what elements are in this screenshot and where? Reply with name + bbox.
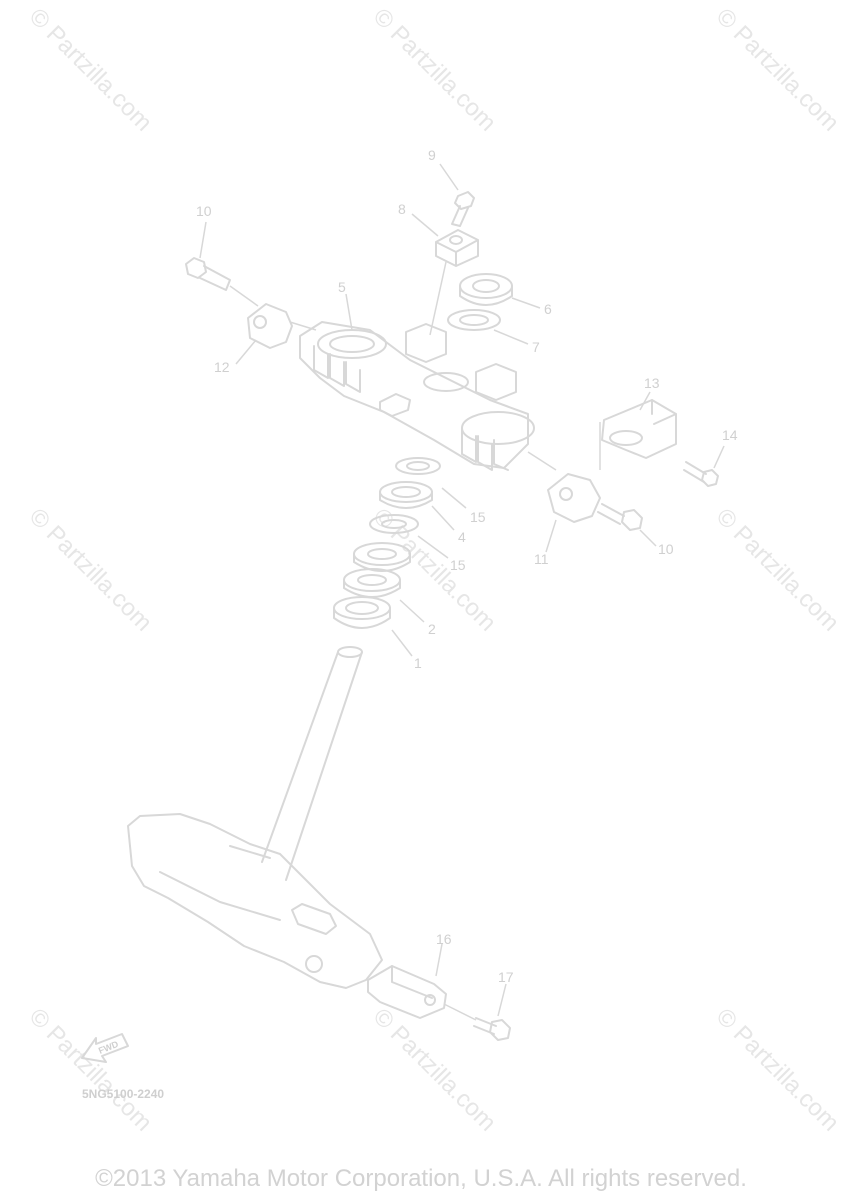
guide-line [229, 285, 259, 307]
callout-7: 7 [532, 339, 540, 355]
part-9-bolt [451, 191, 475, 227]
copyright-notice: ©2013 Yamaha Motor Corporation, U.S.A. A… [95, 1165, 747, 1192]
callout-14: 14 [722, 427, 738, 443]
part-11-plate [547, 473, 601, 523]
steering-stem [127, 646, 383, 989]
part-10-bolt-left [185, 257, 231, 291]
callout-10: 10 [658, 541, 674, 557]
leader-lines [199, 163, 725, 1017]
callout-12: 12 [214, 359, 230, 375]
watermark: © Partzilla.com [711, 503, 843, 636]
callout-13: 13 [644, 375, 660, 391]
watermark: © Partzilla.com [711, 1003, 843, 1136]
guide-line [443, 1003, 477, 1021]
guide-line [527, 451, 557, 471]
callout-16: 16 [436, 931, 452, 947]
callout-5: 5 [338, 279, 346, 295]
part-4-ring-nut [379, 481, 433, 509]
part-16-clamp [367, 965, 447, 1019]
part-15-washer-upper [395, 457, 441, 475]
part-12-plate [247, 303, 293, 349]
bearing-stack [353, 542, 411, 572]
part-7-washer [447, 309, 501, 331]
watermarks: © Partzilla.com © Partzilla.com © Partzi… [24, 3, 843, 1136]
callout-15: 15 [450, 557, 466, 573]
callout-9: 9 [428, 147, 436, 163]
callout-17: 17 [498, 969, 514, 985]
upper-bracket [299, 321, 535, 471]
diagram-code: 5NG5100-2240 [82, 1087, 164, 1101]
callout-6: 6 [544, 301, 552, 317]
watermark: © Partzilla.com [24, 1003, 157, 1136]
part-17-bolt [473, 1017, 511, 1041]
watermark: © Partzilla.com [368, 1003, 501, 1136]
part-6-bushing [459, 273, 513, 306]
callout-4: 4 [458, 529, 466, 545]
callout-1: 1 [414, 655, 422, 671]
watermark: © Partzilla.com [368, 3, 501, 136]
callout-11: 11 [534, 551, 549, 567]
callout-2: 2 [428, 621, 436, 637]
watermark: © Partzilla.com [711, 3, 843, 136]
part-15-washer-lower [369, 514, 419, 534]
part-10-bolt-right [597, 503, 643, 531]
watermark: © Partzilla.com [24, 503, 157, 636]
watermark: © Partzilla.com [24, 3, 157, 136]
callout-15: 15 [470, 509, 486, 525]
part-14-bolt [683, 461, 719, 487]
part-2-bearing [343, 568, 401, 598]
guide-line [429, 261, 447, 336]
part-8-bracket [435, 229, 479, 267]
callout-10: 10 [196, 203, 212, 219]
callout-8: 8 [398, 201, 406, 217]
callouts: 9 8 10 5 6 7 12 13 14 15 4 11 10 15 2 1 … [196, 147, 738, 985]
part-1-seal [333, 596, 391, 629]
part-13-clamp [601, 399, 677, 459]
